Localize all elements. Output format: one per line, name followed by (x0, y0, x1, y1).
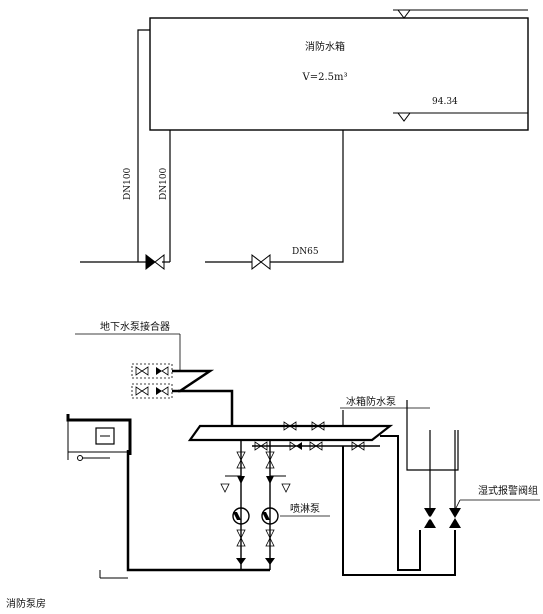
pump-1 (232, 507, 250, 525)
bottom-level-marker: 94.34 (393, 97, 528, 122)
adapter-box-2 (131, 383, 173, 399)
alarm-valve-2 (449, 508, 461, 528)
pipe-label-dn100-2: DN100 (159, 167, 169, 200)
return-line (342, 446, 456, 576)
alarm-valve-label: 湿式报警阀组 (478, 484, 538, 497)
top-level-marker (393, 9, 528, 19)
adapter-label: 地下水泵接合器 (100, 320, 170, 333)
tank-volume: V=2.5m³ (302, 72, 348, 83)
right-tank (406, 400, 459, 471)
pump-riser-2 (261, 440, 291, 570)
water-level-value: 94.34 (432, 97, 458, 107)
fire-water-tank (149, 17, 529, 131)
adapter-connector (172, 369, 215, 393)
suction-pipe (126, 450, 270, 572)
tank-label: 冰箱防水泵 (346, 395, 396, 408)
pipe-label-dn65: DN65 (292, 247, 319, 257)
figure-caption: 消防泵房 (6, 597, 46, 610)
adapter-to-header (178, 389, 234, 426)
adapter-valves-2 (135, 386, 169, 396)
upper-diagram: 消防水箱 V=2.5m³ 94.34 DN100 DN100 (80, 9, 529, 271)
adapter-box-1 (131, 363, 173, 379)
gate-valve-1 (145, 253, 165, 271)
test-line-valves (283, 421, 325, 431)
adapter-valves-1 (135, 366, 169, 376)
to-alarm-valve (380, 435, 421, 571)
pump-riser-1 (220, 440, 250, 570)
alarm-valve-1 (424, 508, 436, 528)
header-outlet-valves (254, 441, 365, 451)
dn65-pipe (270, 130, 344, 263)
pump-2 (261, 507, 279, 525)
gate-valve-2 (251, 253, 271, 271)
left-pool (66, 414, 132, 470)
pump-header (187, 424, 394, 442)
tank-name: 消防水箱 (305, 40, 345, 53)
pump-label: 喷淋泵 (290, 502, 320, 515)
lower-diagram: 地下水泵接合器 (66, 320, 540, 579)
pipe-label-dn100-1: DN100 (123, 167, 133, 200)
overflow-pipe (137, 29, 150, 262)
